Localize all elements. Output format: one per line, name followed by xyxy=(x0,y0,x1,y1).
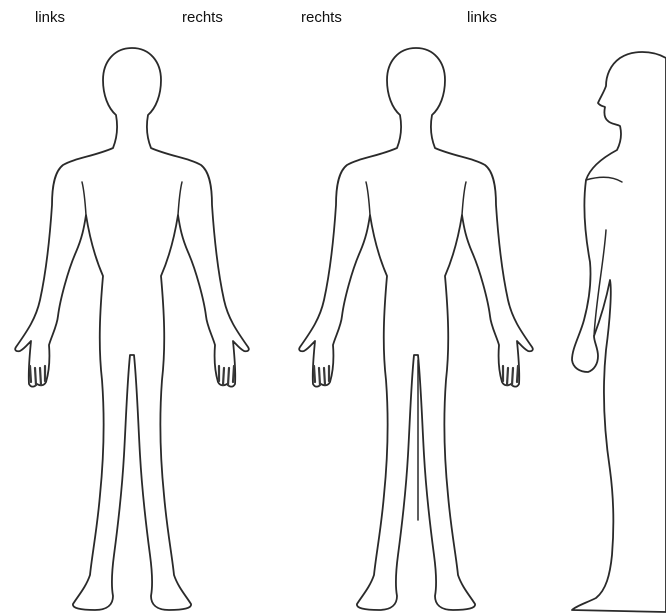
back-view-figure xyxy=(299,48,533,610)
side-view-figure xyxy=(572,52,666,612)
front-view-figure xyxy=(15,48,249,610)
